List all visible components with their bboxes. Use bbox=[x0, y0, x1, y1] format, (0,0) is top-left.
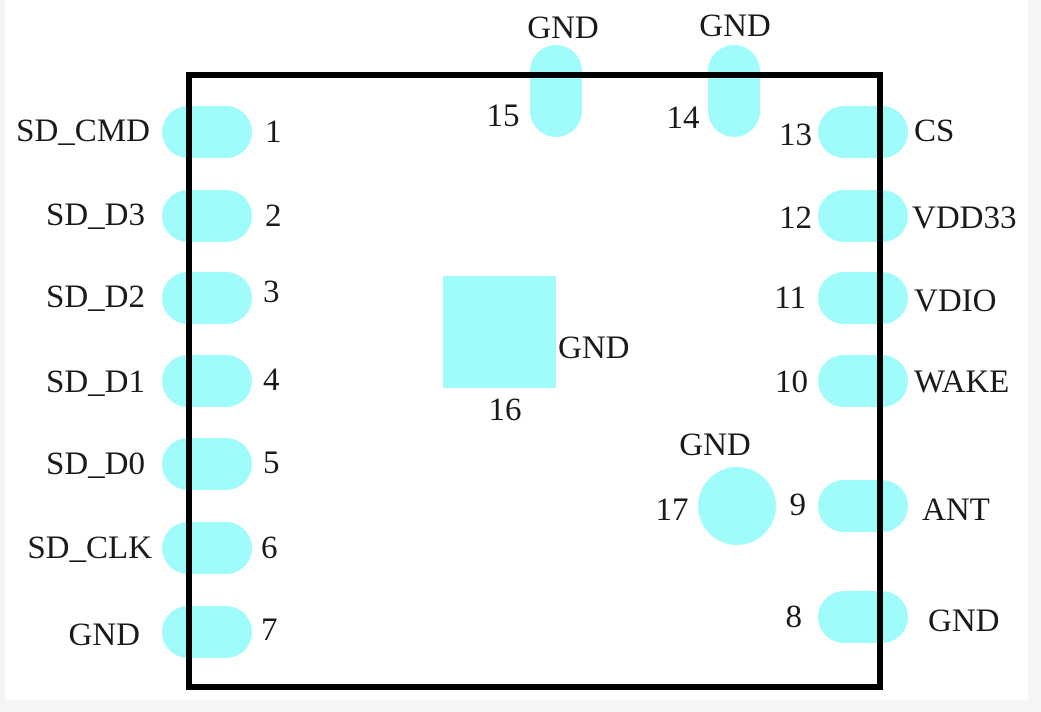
pad-12 bbox=[818, 190, 908, 242]
pad-1 bbox=[162, 106, 252, 158]
pin-number: 9 bbox=[790, 487, 807, 523]
pin-number: 10 bbox=[775, 364, 808, 400]
pad-8 bbox=[818, 591, 908, 643]
pin-number: 4 bbox=[263, 362, 280, 398]
pad-3 bbox=[162, 272, 252, 324]
pad-9 bbox=[818, 480, 908, 532]
pin-name: SD_D1 bbox=[46, 364, 145, 400]
pin-number: 12 bbox=[779, 200, 812, 236]
pin-number: 8 bbox=[786, 599, 803, 635]
top-pin-labels: GND GND 15 14 bbox=[487, 8, 771, 136]
pad-16 bbox=[443, 276, 556, 388]
pin-name: ANT bbox=[922, 492, 990, 528]
pin-number: 3 bbox=[263, 274, 280, 310]
right-pads bbox=[818, 106, 908, 643]
pin-number: 11 bbox=[774, 280, 806, 316]
right-pin-names: CS VDD33 VDIO WAKE ANT GND bbox=[912, 113, 1017, 639]
pin-name: WAKE bbox=[914, 364, 1009, 400]
pad-10 bbox=[818, 355, 908, 407]
pad-7 bbox=[162, 606, 252, 658]
pin-number: 1 bbox=[265, 114, 282, 150]
pin-number: 7 bbox=[261, 612, 278, 648]
pin-name: GND bbox=[679, 427, 751, 463]
pad-2 bbox=[162, 190, 252, 242]
pin-name: GND bbox=[527, 10, 599, 46]
pin-name: GND bbox=[558, 330, 630, 366]
pin-name: GND bbox=[69, 617, 141, 653]
pin-name: SD_D2 bbox=[46, 279, 145, 315]
pin-name: SD_CLK bbox=[27, 530, 152, 566]
pin-name: GND bbox=[699, 8, 771, 44]
pad-13 bbox=[818, 106, 908, 158]
pad-17 bbox=[698, 467, 776, 545]
pin-name: SD_D0 bbox=[46, 446, 145, 482]
pin-name: SD_D3 bbox=[46, 197, 145, 233]
pin-name: CS bbox=[914, 113, 954, 149]
pin-number: 14 bbox=[667, 100, 700, 136]
pin-number: 6 bbox=[261, 530, 278, 566]
pad-14 bbox=[708, 45, 760, 137]
pin-name: GND bbox=[928, 603, 1000, 639]
pad-6 bbox=[162, 522, 252, 574]
pin-number: 2 bbox=[265, 198, 282, 234]
pin-name: VDIO bbox=[914, 283, 996, 319]
left-pin-numbers: 1 2 3 4 5 6 7 bbox=[261, 114, 282, 648]
pad-4 bbox=[162, 355, 252, 407]
left-pin-names: SD_CMD SD_D3 SD_D2 SD_D1 SD_D0 SD_CLK GN… bbox=[16, 113, 152, 653]
pin-number: 15 bbox=[487, 98, 520, 134]
package-outline bbox=[186, 72, 883, 690]
pad-15 bbox=[530, 45, 582, 137]
pin-name: SD_CMD bbox=[16, 113, 150, 149]
left-pads bbox=[162, 106, 252, 658]
pin-number: 5 bbox=[263, 445, 280, 481]
pin-number: 16 bbox=[489, 392, 522, 428]
pin-number: 13 bbox=[779, 117, 812, 153]
pad-11 bbox=[818, 272, 908, 324]
pin-name: VDD33 bbox=[912, 200, 1017, 236]
right-pin-numbers: 13 12 11 10 9 8 bbox=[774, 117, 812, 635]
pin-number: 17 bbox=[656, 492, 689, 528]
pad-5 bbox=[162, 438, 252, 490]
